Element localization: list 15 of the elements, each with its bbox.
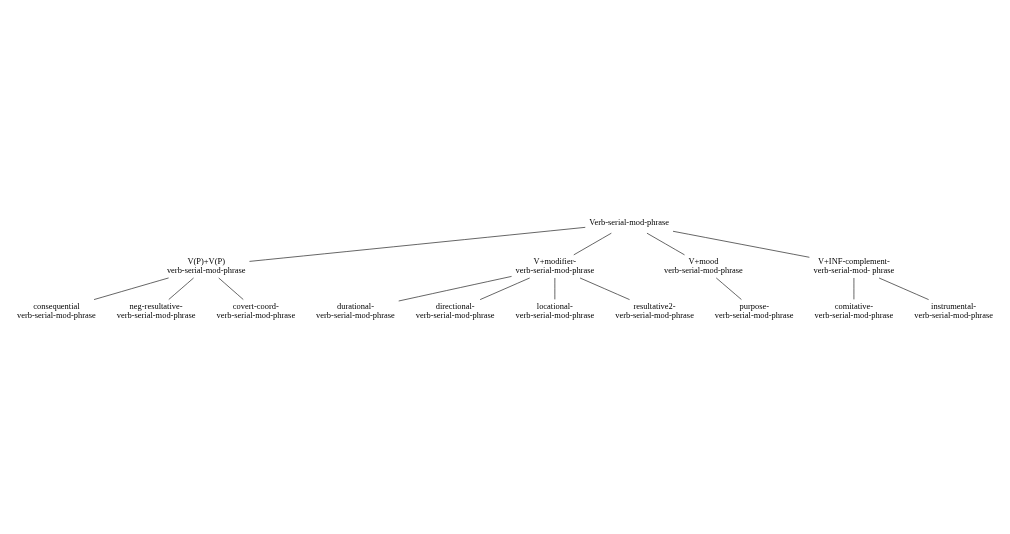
node-text: instrumental- verb-serial-mod-phrase [914, 300, 993, 320]
node-text: V+INF-complement- verb-serial-mod- phrase [813, 256, 895, 276]
node-text: comitative- verb-serial-mod-phrase [814, 300, 894, 320]
node-text: V+modifier- verb-serial-mod-phrase [515, 256, 595, 276]
node-text: consequential verb-serial-mod-phrase [17, 300, 96, 320]
node-text: resultative2- verb-serial-mod-phrase [615, 300, 694, 320]
node-text: neg-resultative- verb-serial-mod-phrase [116, 300, 196, 320]
node-text: Verb-serial-mod-phrase [589, 216, 669, 227]
node-text: V(P)+V(P) verb-serial-mod-phrase [166, 256, 246, 276]
node-text: V+mood verb-serial-mod-phrase [664, 256, 743, 276]
node-text: purpose- verb-serial-mod-phrase [714, 300, 794, 320]
node-text: durational- verb-serial-mod-phrase [316, 300, 395, 320]
node-text: covert-coord- verb-serial-mod-phrase [216, 300, 296, 320]
node-text: directional- verb-serial-mod-phrase [415, 300, 495, 320]
node-text: locational- verb-serial-mod-phrase [515, 300, 595, 320]
